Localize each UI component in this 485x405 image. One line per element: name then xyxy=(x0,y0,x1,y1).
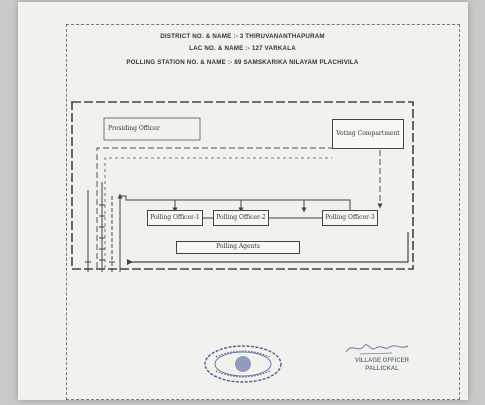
polling-officer-1-box: Polling Officer-1 xyxy=(147,210,203,226)
officer-stamp-text: VILLAGE OFFICER PALLICKAL xyxy=(327,358,437,373)
district-heading: DISTRICT NO. & NAME :- 3 THIRUVANANTHAPU… xyxy=(160,33,325,40)
presiding-officer-box: Presiding Officer xyxy=(108,120,198,138)
presiding-officer-label: Presiding Officer xyxy=(108,124,160,132)
voting-compartment-box: Voting Compartment xyxy=(332,119,404,149)
lac-heading: LAC NO. & NAME :- 127 VARKALA xyxy=(189,45,296,52)
polling-officer-2-label: Polling Officer-2 xyxy=(216,213,266,221)
officer-signature xyxy=(345,344,409,355)
officer-place: PALLICKAL xyxy=(365,365,399,372)
polling-station-heading: POLLING STATION NO. & NAME :- 89 SAMSKAR… xyxy=(126,59,359,66)
polling-officer-1-label: Polling Officer-1 xyxy=(150,213,200,221)
polling-officer-3-label: Polling Officer-3 xyxy=(325,213,375,221)
voter-path-inner xyxy=(104,157,332,268)
agents-path xyxy=(127,232,409,265)
document-page xyxy=(18,2,468,400)
polling-agents-box: Polling Agents xyxy=(176,241,300,254)
polling-officer-2-box: Polling Officer-2 xyxy=(213,210,269,226)
voting-compartment-label: Voting Compartment xyxy=(336,129,400,137)
officer-title: VILLAGE OFFICER xyxy=(355,358,409,364)
queue-ticks xyxy=(85,204,115,263)
page-dashed-border xyxy=(66,24,460,400)
office-seal-stamp xyxy=(204,345,282,383)
officer-connector xyxy=(120,195,351,210)
polling-hall-outline xyxy=(71,101,414,270)
polling-agents-label: Polling Agents xyxy=(216,243,260,251)
presiding-officer-outline xyxy=(103,117,201,141)
polling-officer-3-box: Polling Officer-3 xyxy=(322,210,378,226)
voter-path-top xyxy=(96,147,383,268)
